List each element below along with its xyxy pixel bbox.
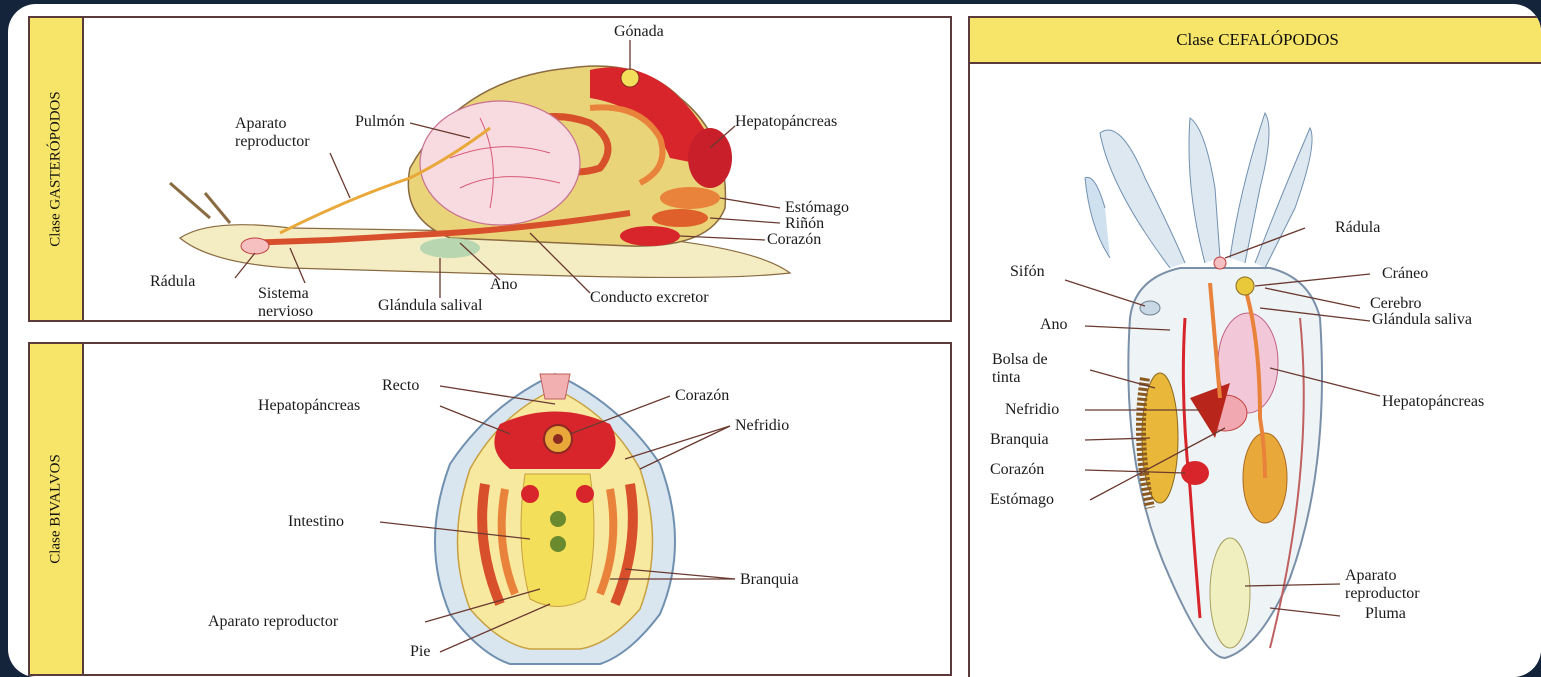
label-pluma: Pluma: [1365, 605, 1406, 622]
diagram-sheet: Clase GASTERÓPODOS: [8, 4, 1541, 677]
label-reproductor: reproductor: [235, 133, 310, 150]
umbo: [540, 374, 570, 399]
squid-arm-1: [1100, 130, 1185, 268]
radula-organ: [1214, 257, 1226, 269]
bivalvos-diagram: Recto Hepatopáncreas Corazón Nefridio In…: [30, 344, 950, 674]
label-hepatopancreas: Hepatopáncreas: [1382, 393, 1484, 410]
label-aparato: Aparato: [235, 115, 287, 132]
label-craneo: Cráneo: [1382, 265, 1428, 282]
cefalopodos-panel: Clase CEFALÓPODOS: [968, 16, 1541, 677]
leader-rinon: [710, 218, 780, 223]
label-hepatopancreas: Hepatopáncreas: [735, 113, 837, 130]
label-pulmon: Pulmón: [355, 113, 405, 130]
label-corazon: Corazón: [675, 387, 729, 404]
label-bolsa-2: tinta: [992, 369, 1020, 386]
heart-organ: [620, 226, 680, 246]
leader-aparato: [330, 153, 350, 198]
cefalopodos-diagram: Rádula Sifón Cráneo Cerebro Glándula sal…: [970, 18, 1541, 677]
leader-nefridio-2: [640, 426, 730, 469]
leader-pluma: [1270, 608, 1340, 616]
label-hepatopancreas: Hepatopáncreas: [258, 397, 360, 414]
siphon: [1140, 301, 1160, 315]
intestine-loop-1: [521, 485, 539, 503]
squid-arm-2: [1189, 118, 1220, 263]
label-corazon: Corazón: [990, 461, 1044, 478]
cranium: [1236, 277, 1254, 295]
label-gonada: Gónada: [614, 23, 664, 40]
label-nefridio: Nefridio: [735, 417, 789, 434]
label-branquia: Branquia: [740, 571, 799, 588]
label-reproductor: reproductor: [1345, 585, 1420, 602]
label-ano: Ano: [490, 276, 518, 293]
salivary-gland: [420, 238, 480, 258]
leader-estomago: [720, 198, 780, 208]
label-glandula: Glándula saliva: [1372, 311, 1472, 328]
label-recto: Recto: [382, 377, 419, 394]
gasteropodos-diagram: Gónada Aparato reproductor Pulmón Hepato…: [30, 18, 950, 320]
hepatopancreas-organ: [688, 128, 732, 188]
label-bolsa-1: Bolsa de: [992, 351, 1048, 368]
label-ano: Ano: [1040, 316, 1068, 333]
leader-sifon: [1065, 280, 1145, 306]
bivalvos-panel: Clase BIVALVOS: [28, 342, 952, 676]
stomach-organ: [660, 187, 720, 209]
squid-tentacle: [1085, 177, 1110, 258]
gonad-spot: [621, 69, 639, 87]
radula-organ: [241, 238, 269, 254]
squid-arm-3: [1230, 113, 1269, 263]
label-sifon: Sifón: [1010, 263, 1045, 280]
lung-organ: [420, 101, 580, 225]
label-aparato: Aparato: [1345, 567, 1397, 584]
label-estomago: Estómago: [990, 491, 1054, 508]
label-cerebro: Cerebro: [1370, 295, 1422, 312]
heart-organ: [1181, 461, 1209, 485]
label-intestino: Intestino: [288, 513, 344, 530]
label-sistema: Sistema: [258, 285, 309, 302]
kidney-organ: [652, 209, 708, 227]
label-rinon: Riñón: [785, 215, 824, 232]
label-aparato: Aparato reproductor: [208, 613, 339, 630]
label-pie: Pie: [410, 643, 430, 660]
intestine-loop-3: [550, 511, 566, 527]
intestine-loop-2: [576, 485, 594, 503]
heart-center: [553, 434, 563, 444]
label-conducto: Conducto excretor: [590, 289, 709, 306]
gonad-organ: [1210, 538, 1250, 648]
label-radula: Rádula: [150, 273, 195, 290]
label-estomago: Estómago: [785, 199, 849, 216]
label-glandula: Glándula salival: [378, 297, 483, 314]
label-nefridio: Nefridio: [1005, 401, 1059, 418]
intestine-loop-4: [550, 536, 566, 552]
label-radula: Rádula: [1335, 219, 1380, 236]
label-nervioso: nervioso: [258, 303, 313, 320]
snail-tentacle: [170, 183, 230, 223]
label-branquia: Branquia: [990, 431, 1049, 448]
gasteropodos-panel: Clase GASTERÓPODOS: [28, 16, 952, 322]
label-corazon: Corazón: [767, 231, 821, 248]
